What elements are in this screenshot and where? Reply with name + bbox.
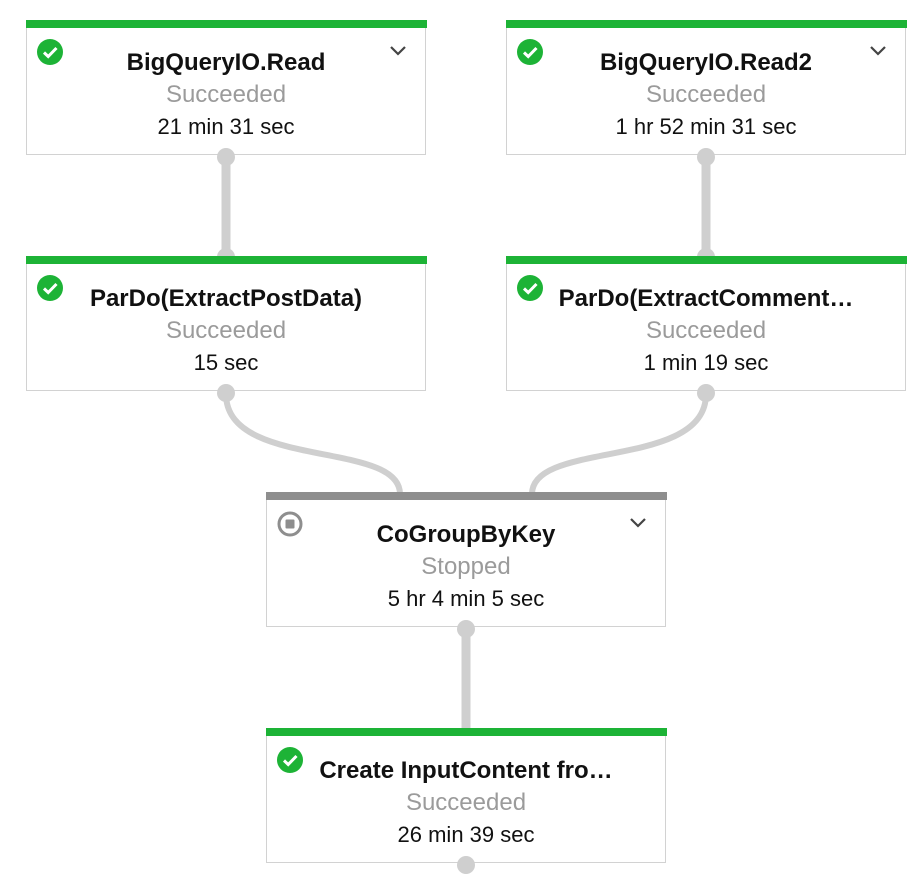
chevron-down-icon[interactable] xyxy=(869,45,887,57)
check-circle-icon xyxy=(517,39,543,65)
node-duration: 15 sec xyxy=(193,350,259,375)
stop-circle-icon xyxy=(277,511,303,537)
status-bar xyxy=(265,727,667,736)
node-duration: 26 min 39 sec xyxy=(397,822,535,847)
output-port[interactable] xyxy=(457,856,475,874)
node-status: Stopped xyxy=(421,553,511,580)
node-status: Succeeded xyxy=(165,81,287,108)
chevron-down-icon[interactable] xyxy=(389,45,407,57)
node-create-input-content[interactable]: Create InputContent fro… Succeeded 26 mi… xyxy=(265,727,667,863)
edge-pardo1-cogroup xyxy=(223,393,403,495)
check-circle-icon xyxy=(37,275,63,301)
node-title: CoGroupByKey xyxy=(376,521,556,548)
output-port[interactable] xyxy=(457,620,475,638)
node-bigqueryio-read[interactable]: BigQueryIO.Read Succeeded 21 min 31 sec xyxy=(25,19,427,155)
output-port[interactable] xyxy=(697,384,715,402)
node-duration: 5 hr 4 min 5 sec xyxy=(387,586,545,611)
node-status: Succeeded xyxy=(405,789,527,816)
node-status: Succeeded xyxy=(645,81,767,108)
chevron-down-icon[interactable] xyxy=(629,517,647,529)
status-bar xyxy=(505,19,907,28)
check-circle-icon xyxy=(277,747,303,773)
edge-pardo2-cogroup xyxy=(529,393,709,495)
node-title: BigQueryIO.Read xyxy=(126,49,326,76)
output-port[interactable] xyxy=(697,148,715,166)
node-pardo-extract-comment[interactable]: ParDo(ExtractComment… Succeeded 1 min 19… xyxy=(505,255,907,391)
node-duration: 21 min 31 sec xyxy=(157,114,295,139)
check-circle-icon xyxy=(517,275,543,301)
node-pardo-extract-post-data[interactable]: ParDo(ExtractPostData) Succeeded 15 sec xyxy=(25,255,427,391)
status-bar xyxy=(265,491,667,500)
node-cogroupbykey[interactable]: CoGroupByKey Stopped 5 hr 4 min 5 sec xyxy=(265,491,667,627)
status-bar xyxy=(25,19,427,28)
node-title: ParDo(ExtractComment… xyxy=(558,285,854,312)
output-port[interactable] xyxy=(217,384,235,402)
status-bar xyxy=(25,255,427,264)
node-bigqueryio-read2[interactable]: BigQueryIO.Read2 Succeeded 1 hr 52 min 3… xyxy=(505,19,907,155)
node-title: ParDo(ExtractPostData) xyxy=(89,285,363,312)
node-title: BigQueryIO.Read2 xyxy=(599,49,813,76)
node-duration: 1 hr 52 min 31 sec xyxy=(615,114,797,139)
check-circle-icon xyxy=(37,39,63,65)
node-status: Succeeded xyxy=(165,317,287,344)
status-bar xyxy=(505,255,907,264)
output-port[interactable] xyxy=(217,148,235,166)
node-title: Create InputContent fro… xyxy=(319,757,613,784)
node-status: Succeeded xyxy=(645,317,767,344)
node-duration: 1 min 19 sec xyxy=(643,350,769,375)
